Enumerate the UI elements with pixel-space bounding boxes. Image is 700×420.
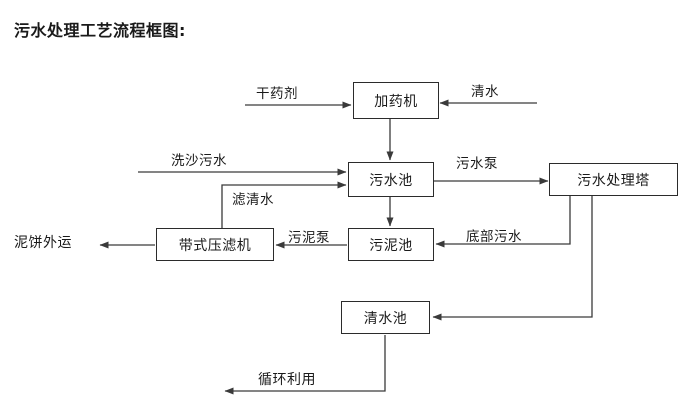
node-label: 污水处理塔	[577, 172, 650, 189]
node-sewage-treatment-tower[interactable]: 污水处理塔	[549, 163, 678, 196]
output-label-recycling: 循环利用	[258, 372, 316, 388]
edge-label-dry-reagent: 干药剂	[256, 86, 298, 102]
node-label: 污水池	[369, 172, 413, 189]
edge-label-filtrate: 滤清水	[232, 192, 274, 208]
node-sewage-pool[interactable]: 污水池	[348, 162, 434, 197]
page-title: 污水处理工艺流程框图:	[14, 21, 186, 40]
edge-clean-water-to-recycling	[224, 335, 386, 395]
node-label: 加药机	[374, 93, 418, 110]
node-label: 清水池	[363, 310, 408, 327]
edge-filtrate-to-sewage-pool	[221, 181, 347, 228]
output-label-mud-cake-transport: 泥饼外运	[14, 235, 72, 251]
node-label: 污泥池	[369, 237, 413, 254]
edge-tower-to-clean-water-pool	[432, 196, 593, 321]
edge-label-clear-water: 清水	[471, 84, 499, 100]
edge-bottom-sewage-to-sludge-pool	[435, 196, 571, 248]
edge-label-sludge-pump: 污泥泵	[288, 230, 330, 246]
edge-label-bottom-sewage: 底部污水	[466, 229, 522, 245]
edge-label-sand-washing-sewage: 洗沙污水	[171, 153, 227, 169]
node-dosing-machine[interactable]: 加药机	[353, 82, 439, 119]
node-clean-water-pool[interactable]: 清水池	[341, 301, 430, 334]
node-sludge-pool[interactable]: 污泥池	[348, 228, 434, 261]
node-label: 带式压滤机	[178, 237, 252, 254]
node-belt-filter-press[interactable]: 带式压滤机	[156, 228, 274, 261]
edge-label-sewage-pump: 污水泵	[456, 156, 498, 172]
